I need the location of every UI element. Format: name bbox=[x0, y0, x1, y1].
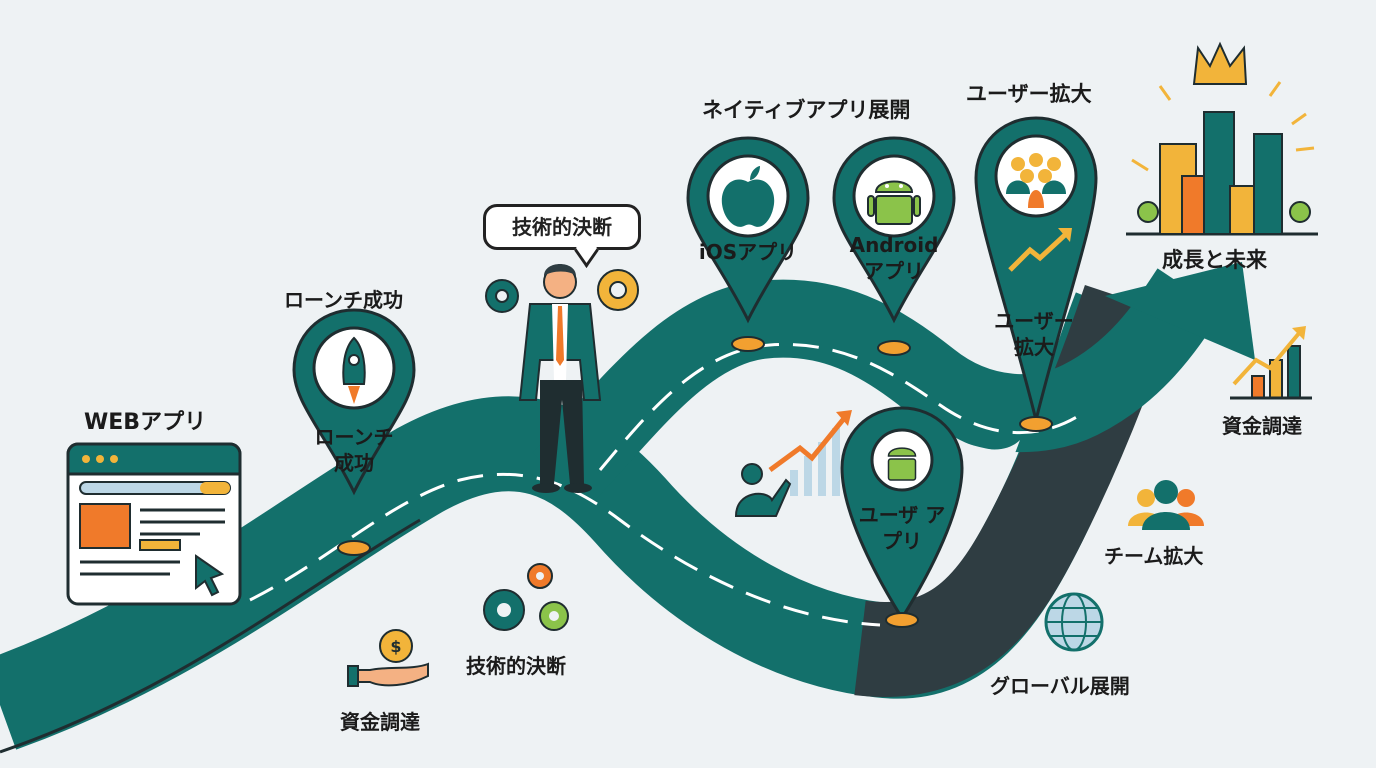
user-app-pin-label: ユーザ ア プリ bbox=[836, 502, 968, 554]
ios-app-label: iOSアプリ bbox=[698, 240, 798, 264]
growth-future-label: 成長と未来 bbox=[1162, 248, 1267, 272]
launch-pin bbox=[292, 308, 416, 494]
money-hand-icon: $ bbox=[347, 629, 429, 687]
presenter-icon bbox=[734, 410, 852, 517]
user-growth-pin-label: ユーザー 拡大 bbox=[974, 308, 1094, 360]
team-icon bbox=[1128, 480, 1204, 530]
gear-icon bbox=[539, 601, 569, 631]
users-pin bbox=[974, 116, 1098, 421]
people-group-icon bbox=[1006, 153, 1066, 208]
android-icon bbox=[887, 447, 917, 481]
funding-lower-label: 資金調達 bbox=[340, 710, 420, 734]
tech-decision-bubble-text: 技術的決断 bbox=[512, 215, 612, 239]
user-app-pin bbox=[840, 406, 964, 621]
launch-pin-label: ローンチ 成功 bbox=[304, 424, 404, 476]
native-app-title: ネイティブアプリ展開 bbox=[702, 98, 911, 122]
svg-text:$: $ bbox=[390, 637, 401, 656]
android-pin bbox=[832, 136, 956, 322]
bar-chart-icon bbox=[1230, 326, 1312, 400]
android-label-line1: Android bbox=[849, 233, 939, 257]
gear-icon bbox=[597, 269, 639, 311]
ios-pin bbox=[686, 136, 810, 322]
user-app-line2: プリ bbox=[882, 529, 922, 553]
growth-arrow-icon bbox=[1008, 228, 1072, 272]
android-app-label: Android アプリ bbox=[834, 232, 954, 284]
android-label-line2: アプリ bbox=[864, 259, 924, 283]
apple-icon bbox=[721, 166, 775, 227]
globe-icon bbox=[1044, 592, 1104, 652]
crown-icon bbox=[1192, 41, 1248, 85]
user-growth-title: ユーザー拡大 bbox=[966, 82, 1092, 106]
tech-decision-bubble: 技術的決断 bbox=[483, 204, 641, 250]
gear-icon bbox=[527, 563, 553, 589]
launch-pin-line1: ローンチ bbox=[314, 425, 394, 449]
launch-pin-line2: 成功 bbox=[334, 451, 374, 475]
funding-right-label: 資金調達 bbox=[1222, 414, 1302, 438]
global-expansion-label: グローバル展開 bbox=[990, 674, 1130, 698]
launch-success-title: ローンチ成功 bbox=[284, 288, 403, 312]
user-app-line1: ユーザ ア bbox=[858, 503, 946, 527]
user-growth-line2: 拡大 bbox=[1014, 335, 1054, 359]
android-icon bbox=[867, 180, 921, 225]
tech-decision-lower-label: 技術的決断 bbox=[466, 654, 566, 678]
gear-icon bbox=[485, 279, 519, 313]
web-app-label: WEBアプリ bbox=[84, 410, 207, 435]
rocket-icon bbox=[342, 336, 366, 404]
city-skyline-icon bbox=[1126, 81, 1318, 236]
browser-window-icon bbox=[66, 442, 242, 606]
user-growth-line1: ユーザー bbox=[994, 309, 1074, 333]
businessman-figure bbox=[518, 264, 602, 493]
gear-icon bbox=[483, 589, 525, 631]
team-growth-label: チーム拡大 bbox=[1104, 544, 1204, 568]
